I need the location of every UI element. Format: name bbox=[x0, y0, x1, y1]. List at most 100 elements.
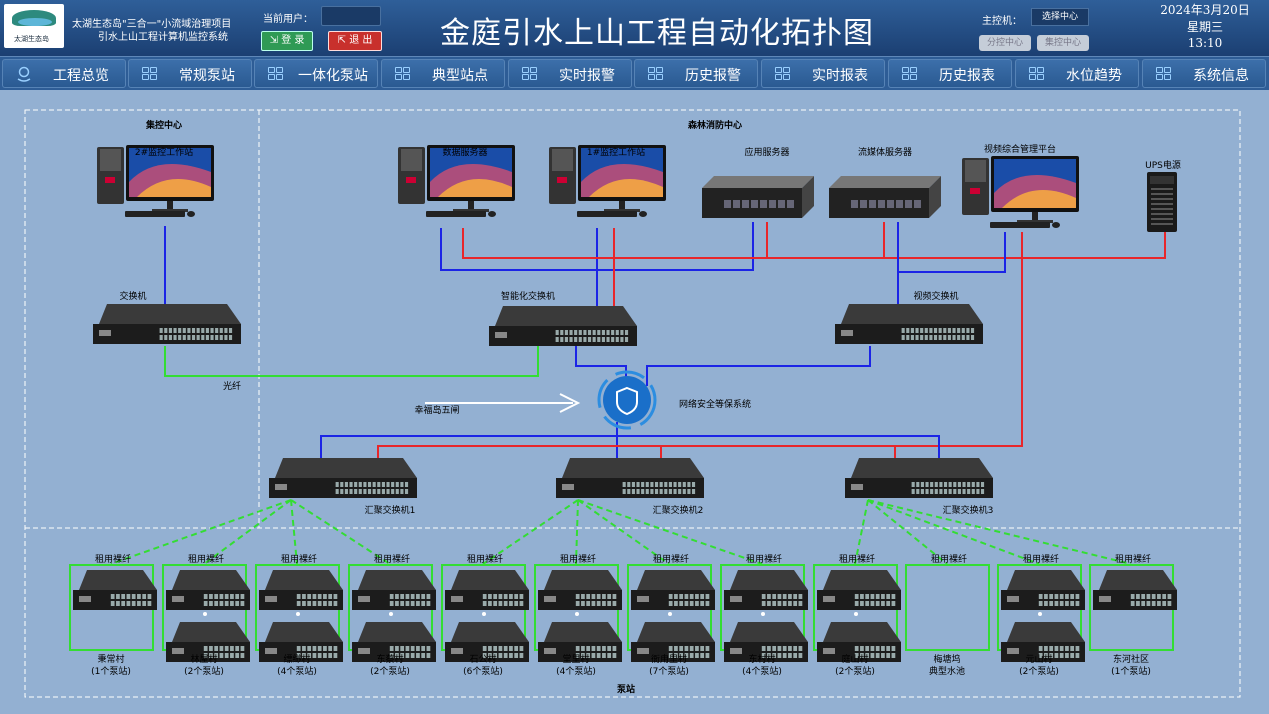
central-control-title: 集控中心 bbox=[145, 119, 182, 131]
time-display: 13:10 bbox=[1187, 36, 1223, 50]
tab-8[interactable]: 历史报表 bbox=[888, 59, 1012, 88]
logout-icon: ⇱ bbox=[337, 35, 346, 46]
streaming-server-label: 流媒体服务器 bbox=[858, 146, 912, 158]
workstation2-computer bbox=[97, 145, 214, 217]
village-count: (7个泵站) bbox=[649, 665, 689, 677]
rental-fiber-label: 租用裸纤 bbox=[467, 553, 503, 565]
central-control-button[interactable]: 集控中心 bbox=[1037, 35, 1089, 51]
village-switch-top bbox=[352, 570, 436, 610]
rental-fiber-label: 租用裸纤 bbox=[560, 553, 596, 565]
master-control-select[interactable]: 选择中心 bbox=[1031, 8, 1089, 26]
tab-label: 历史报表 bbox=[939, 68, 995, 84]
tab-9[interactable]: 水位趋势 bbox=[1015, 59, 1139, 88]
village-name: 秉常村 bbox=[97, 653, 124, 665]
tab-label: 典型站点 bbox=[432, 68, 488, 84]
aggregation-switch-3 bbox=[845, 458, 993, 498]
village-switch-top bbox=[724, 570, 808, 610]
login-icon: ⇲ bbox=[269, 35, 278, 46]
village-name: 缥缈村 bbox=[283, 653, 310, 665]
system-name: 引水上山工程计算机监控系统 bbox=[98, 32, 228, 43]
date-display: 2024年3月20日 bbox=[1160, 3, 1250, 17]
video-switch-label: 视频交换机 bbox=[913, 290, 958, 302]
village-count: (2个泵站) bbox=[1019, 665, 1059, 677]
village-switch-top bbox=[817, 570, 901, 610]
village-switch-top bbox=[1093, 570, 1177, 610]
aggregation-switch-2 bbox=[556, 458, 704, 498]
village-switch-bottom bbox=[166, 622, 250, 662]
logo: 太湖生态岛 bbox=[4, 4, 64, 48]
master-control-label: 主控机： bbox=[982, 16, 1022, 27]
link-power-ups bbox=[462, 228, 1166, 259]
village-count: (1个泵站) bbox=[1111, 665, 1151, 677]
video-switch bbox=[835, 304, 983, 344]
village-name: 石公村 bbox=[469, 653, 496, 665]
logout-label: 退 出 bbox=[349, 35, 373, 46]
village-switch-top bbox=[631, 570, 715, 610]
security-label: 网络安全等保系统 bbox=[679, 398, 751, 410]
tab-3[interactable]: 一体化泵站 bbox=[254, 59, 378, 88]
outer-region-border bbox=[24, 109, 1241, 698]
forest-fire-center-title: 森林消防中心 bbox=[688, 119, 742, 131]
logo-text: 太湖生态岛 bbox=[14, 35, 49, 43]
link-rental-fiber-9 bbox=[854, 499, 869, 565]
aggregation-switch-1-label: 汇聚交换机1 bbox=[365, 504, 416, 516]
project-name: 太湖生态岛"三合一"小流域治理项目 bbox=[72, 19, 232, 30]
village-switch-top bbox=[1001, 570, 1085, 610]
link-rental-fiber-3 bbox=[290, 499, 298, 565]
village-switch-bottom bbox=[352, 622, 436, 662]
rental-fiber-label: 租用裸纤 bbox=[95, 553, 131, 565]
ups-device bbox=[1147, 172, 1177, 232]
page-title: 金庭引水上山工程自动化拓扑图 bbox=[440, 16, 874, 51]
sub-center-button[interactable]: 分控中心 bbox=[979, 35, 1031, 51]
village-count: (2个泵站) bbox=[370, 665, 410, 677]
tab-5[interactable]: 实时报警 bbox=[508, 59, 632, 88]
pump-station-title: 泵站 bbox=[617, 683, 635, 695]
village-name: 梅塘坞 bbox=[933, 653, 960, 665]
logout-button[interactable]: ⇱ 退 出 bbox=[328, 31, 382, 51]
workstation1-label: 1#监控工作站 bbox=[587, 146, 645, 158]
tab-6[interactable]: 历史报警 bbox=[634, 59, 758, 88]
app-server bbox=[702, 176, 814, 218]
link-red-agg3 bbox=[894, 258, 1023, 466]
tab-label: 常规泵站 bbox=[179, 68, 235, 84]
tab-label: 系统信息 bbox=[1193, 68, 1249, 84]
tab-2[interactable]: 常规泵站 bbox=[128, 59, 252, 88]
tab-7[interactable]: 实时报表 bbox=[761, 59, 885, 88]
rental-fiber-label: 租用裸纤 bbox=[188, 553, 224, 565]
village-name: 元山村 bbox=[1025, 653, 1052, 665]
grid-icon bbox=[394, 66, 412, 82]
village-switch-bottom bbox=[259, 622, 343, 662]
tab-1[interactable]: 工程总览 bbox=[2, 59, 126, 88]
village-switch-top bbox=[259, 570, 343, 610]
village-count: (6个泵站) bbox=[463, 665, 503, 677]
tab-label: 实时报警 bbox=[559, 68, 615, 84]
village-name: 东蔡村 bbox=[376, 653, 403, 665]
village-count: (1个泵站) bbox=[91, 665, 131, 677]
aggregation-switch-3-label: 汇聚交换机3 bbox=[943, 504, 994, 516]
rental-fiber-label: 租用裸纤 bbox=[281, 553, 317, 565]
link-rental-fiber-12 bbox=[867, 499, 1132, 565]
village-switch-top bbox=[445, 570, 529, 610]
grid-icon bbox=[1155, 66, 1173, 82]
village-box-10 bbox=[905, 564, 990, 651]
village-count: (4个泵站) bbox=[556, 665, 596, 677]
village-switch-top bbox=[73, 570, 157, 610]
village-name: 堂里村 bbox=[562, 653, 589, 665]
tab-4[interactable]: 典型站点 bbox=[381, 59, 505, 88]
login-button[interactable]: ⇲ 登 录 bbox=[261, 31, 313, 51]
link-smartswitch-security bbox=[575, 346, 627, 386]
smart-switch-label: 智能化交换机 bbox=[501, 290, 555, 302]
grid-icon bbox=[901, 66, 919, 82]
village-switch-bottom bbox=[445, 622, 529, 662]
current-user-field[interactable] bbox=[321, 6, 381, 26]
village-name: 林屋村 bbox=[190, 653, 217, 665]
link-rental-fiber-11 bbox=[867, 499, 1040, 565]
rental-fiber-label: 租用裸纤 bbox=[374, 553, 410, 565]
link-rental-fiber-7 bbox=[577, 499, 670, 565]
data-server-label: 数据服务器 bbox=[442, 146, 487, 158]
tab-10[interactable]: 系统信息 bbox=[1142, 59, 1266, 88]
village-count: (4个泵站) bbox=[277, 665, 317, 677]
rental-fiber-label: 租用裸纤 bbox=[1115, 553, 1151, 565]
ups-label: UPS电源 bbox=[1145, 159, 1181, 171]
village-switch-bottom bbox=[538, 622, 622, 662]
